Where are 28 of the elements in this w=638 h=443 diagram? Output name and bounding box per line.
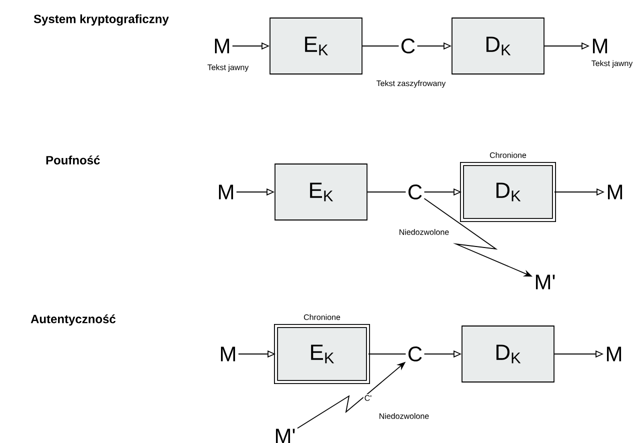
process-box: D$_{K}$ [460,162,556,222]
symbol-label: M' [276,428,295,443]
process-box: E$_{K}$ [274,164,368,220]
symbol-label: M [218,184,234,200]
symbol-label: M' [536,274,555,290]
box-heading: Chronione [304,314,340,320]
node-label: Tekst jawny [592,60,633,68]
symbol-label: M [214,38,230,54]
edge-label: C' [363,394,373,402]
box-heading: Chronione [490,152,526,158]
section-title: Poufność [46,156,100,164]
symbol-label: C [401,38,415,54]
symbol-label: C [408,346,422,362]
symbol-label: M [608,184,622,200]
symbol-label: C [408,184,422,200]
symbol-label: M [220,346,236,362]
node-label: Tekst jawny [208,64,249,72]
section-title: System kryptograficzny [34,14,169,26]
symbol-label: M [606,346,622,362]
section-title: Autentyczność [30,314,116,326]
process-box: E$_{K}$ [274,324,370,384]
process-box: E$_{K}$ [270,18,362,74]
note: Tekst zaszyfrowany [376,80,446,88]
edge-label: Niedozwolone [398,228,450,236]
process-box: D$_{K}$ [452,18,544,74]
note: Niedozwolone [380,413,429,419]
process-box: D$_{K}$ [462,326,554,382]
symbol-label: M [592,38,608,54]
